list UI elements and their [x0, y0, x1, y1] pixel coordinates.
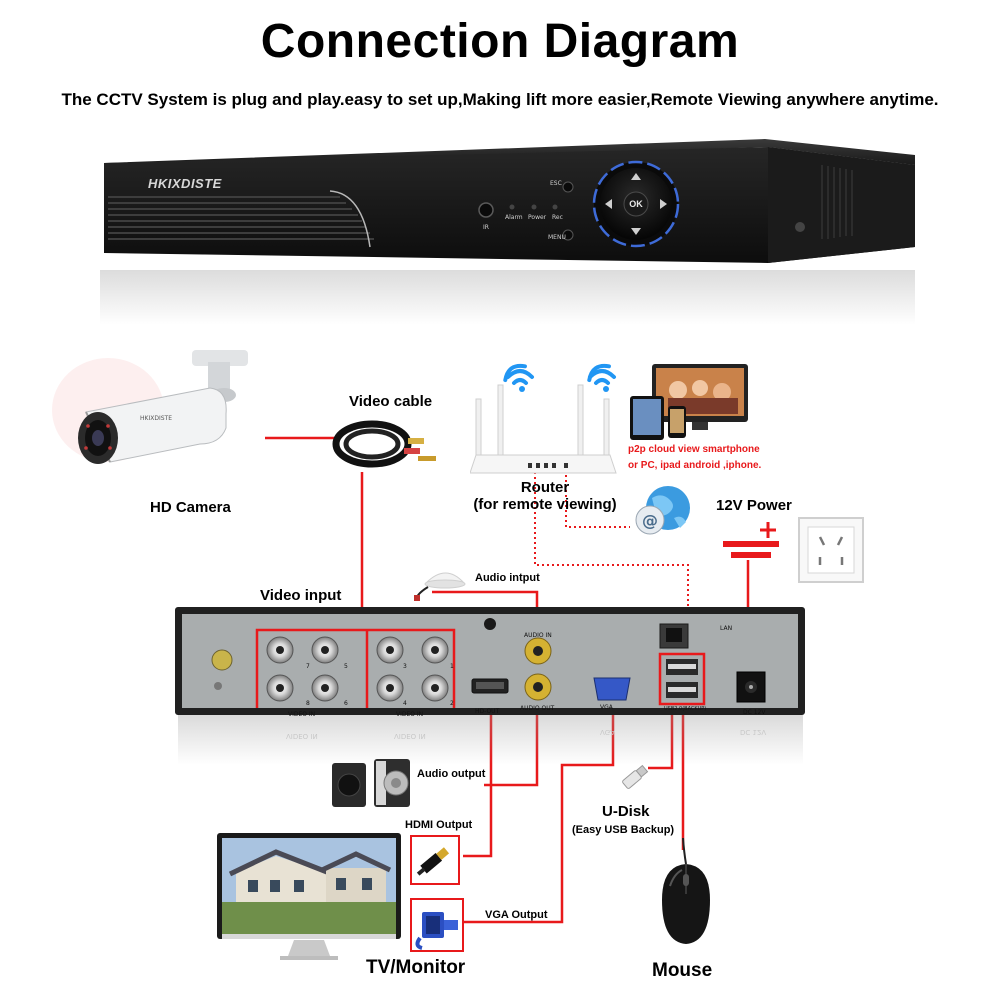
p2p-line2: or PC, ipad android ,iphone. [628, 460, 762, 471]
ch5: 5 [344, 663, 348, 670]
dvr-back-reflection [178, 715, 803, 765]
vga-output-label: VGA Output [485, 909, 548, 921]
vga-cable-icon [410, 898, 464, 952]
page-title: Connection Diagram [260, 15, 740, 68]
video-in-label-a: VIDEO IN [288, 711, 316, 718]
menu-label: MENU [548, 234, 566, 241]
ghost-video-in-b: VIDEO IN [394, 732, 426, 740]
mouse-image [662, 838, 710, 944]
svg-text:HKIXDISTE: HKIXDISTE [140, 415, 172, 422]
page-subtitle: The CCTV System is plug and play.easy to… [61, 90, 939, 109]
p2p-line1: p2p cloud view smartphone [628, 444, 760, 455]
ghost-dc: DC 12V [740, 728, 767, 736]
hdmi-output-label: HDMI Output [405, 819, 473, 831]
p2p-devices-image [630, 364, 748, 440]
alarm-led-label: Alarm [505, 214, 523, 221]
video-input-label: Video input [260, 587, 342, 604]
ir-label: IR [483, 224, 489, 231]
dvr-back-ports [211, 618, 766, 708]
video-cable-label: Video cable [349, 393, 433, 410]
ch1: 1 [450, 663, 454, 670]
ch4: 4 [403, 700, 407, 707]
mouse-label: Mouse [652, 960, 713, 981]
ok-button-label: OK [629, 199, 643, 209]
tv-monitor-image [217, 833, 401, 960]
audio-output-label: Audio output [417, 768, 486, 780]
microphone-image [414, 572, 466, 601]
udisk-label: U-Disk [602, 803, 650, 820]
speakers-image [332, 759, 410, 807]
router-sublabel: (for remote viewing) [473, 496, 617, 513]
ghost-video-in-a: VIDEO IN [286, 732, 318, 740]
video-cable-image [332, 420, 436, 468]
dvr-brand-label: HKIXDISTE [148, 176, 222, 191]
router-label: Router [520, 479, 570, 496]
hdmi-cable-icon [410, 835, 460, 885]
audio-input-label: Audio intput [475, 572, 540, 584]
esc-label: ESC [550, 180, 562, 187]
ghost-vga: VGA [600, 728, 616, 736]
video-in-label-b: VIDEO IN [396, 711, 424, 718]
dvr-front-image [104, 139, 915, 263]
usb-backup-label: USB2.0(BACKUP) [664, 706, 707, 712]
lan-label: LAN [720, 625, 733, 632]
power-led-label: Power [528, 214, 547, 221]
ch7: 7 [306, 663, 310, 670]
router-image [470, 363, 617, 474]
audio-out-label: AUDIO OUT [520, 705, 555, 712]
dvr-reflection [100, 270, 915, 325]
usb-stick-icon [622, 764, 649, 789]
hd-camera-image: HKIXDISTE [52, 350, 248, 464]
audio-in-label: AUDIO IN [524, 632, 552, 639]
ch8: 8 [306, 700, 310, 707]
hd-out-label: HD-OUT [475, 708, 500, 715]
globe-email-icon: @ [635, 486, 690, 535]
udisk-sublabel: (Easy USB Backup) [572, 824, 675, 836]
svg-text:@: @ [642, 511, 658, 530]
dc-12v-label: DC 12V [743, 709, 766, 716]
ch6: 6 [344, 700, 348, 707]
vga-label: VGA [600, 704, 613, 711]
ch3: 3 [403, 663, 407, 670]
wall-outlet-image [798, 517, 864, 583]
rec-led-label: Rec [552, 214, 563, 221]
power-label: 12V Power [716, 497, 792, 514]
ch2: 2 [450, 700, 454, 707]
tv-monitor-label: TV/Monitor [366, 957, 466, 978]
camera-label: HD Camera [150, 499, 231, 516]
